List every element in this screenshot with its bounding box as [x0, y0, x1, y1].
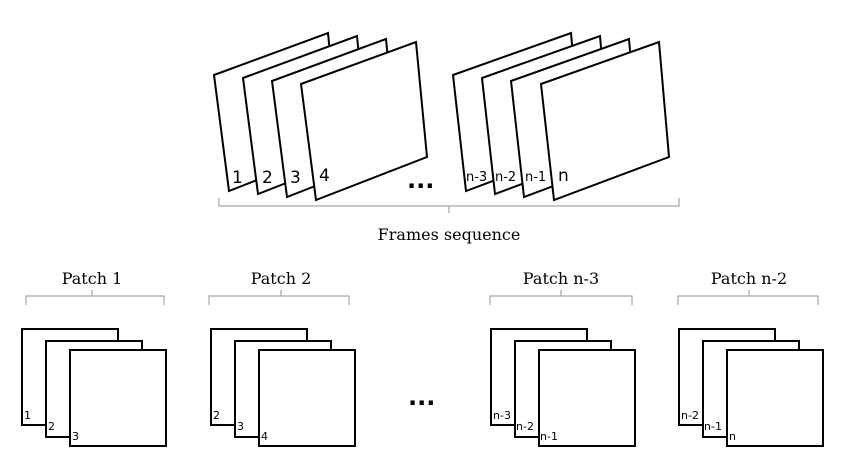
patch-label: n-2 [681, 409, 699, 422]
patch-label: 2 [213, 409, 220, 422]
patch-title: Patch 2 [251, 269, 312, 288]
frame-label: n-2 [495, 170, 516, 185]
patch-label: 1 [24, 409, 31, 422]
patch-label: 3 [72, 430, 79, 443]
patch-brace [25, 290, 165, 305]
frames-caption: Frames sequence [378, 225, 521, 244]
frame-group-first: 1 2 3 4 [212, 31, 429, 202]
frame-4: 4 [299, 40, 429, 202]
frame-label: 4 [319, 166, 330, 186]
frames-ellipsis: ... [407, 166, 434, 194]
frame-label: n [558, 166, 569, 186]
patch-1: Patch 1 1 2 3 [21, 269, 167, 447]
patch-label: n-2 [516, 420, 534, 433]
patch-label: 3 [237, 420, 244, 433]
patch-2: Patch 2 2 3 4 [208, 269, 356, 447]
patch-label: 2 [48, 420, 55, 433]
patch-label: 4 [261, 430, 268, 443]
patches-ellipsis: ... [408, 383, 435, 411]
patch-title: Patch n-2 [711, 269, 787, 288]
patch-label: n-1 [704, 420, 722, 433]
patch-title: Patch n-3 [523, 269, 599, 288]
frame-label: 2 [262, 168, 273, 188]
patch-label: n-1 [540, 430, 558, 443]
patch-label: n [729, 430, 736, 443]
frame-group-last: n-3 n-2 n-1 n [451, 31, 671, 202]
frame-label: n-1 [525, 170, 546, 185]
patch-title: Patch 1 [62, 269, 123, 288]
patch-brace [489, 290, 633, 305]
frame-n: n [539, 40, 671, 202]
frame-label: 3 [290, 168, 301, 188]
patch-brace [208, 290, 350, 305]
patch-n-3: Patch n-3 n-3 n-2 n-1 [489, 269, 636, 447]
frame-label: 1 [232, 168, 243, 188]
frame-label: n-3 [466, 170, 487, 185]
frames-brace [218, 198, 680, 213]
patch-label: n-3 [493, 409, 511, 422]
patch-brace [677, 290, 819, 305]
patch-n-2: Patch n-2 n-2 n-1 n [677, 269, 824, 447]
